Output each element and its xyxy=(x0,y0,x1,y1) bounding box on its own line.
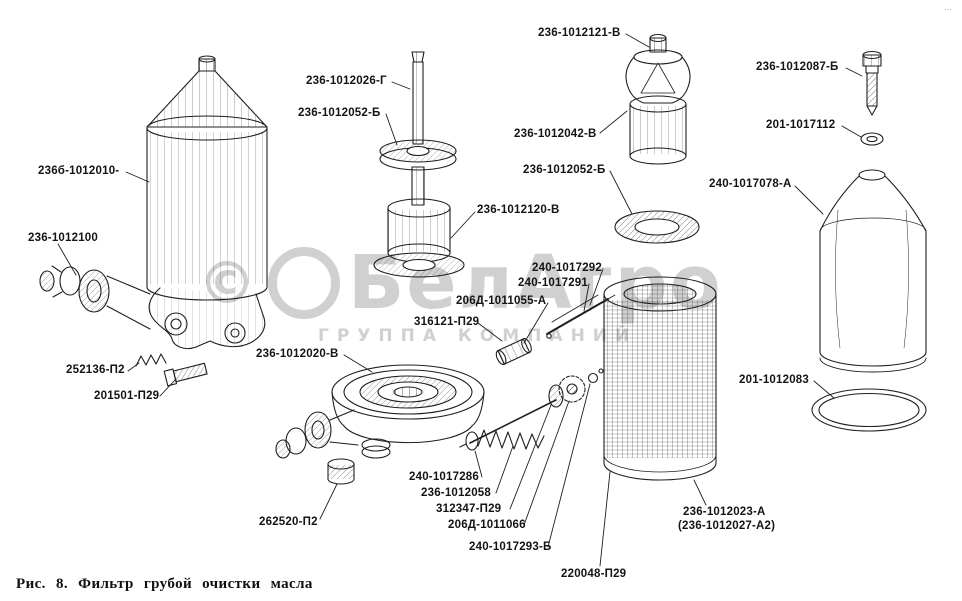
part-center-shaft xyxy=(373,51,465,278)
part-label: 201-1017112 xyxy=(766,119,836,131)
part-label: 201-1012083 xyxy=(739,374,809,386)
part-label: 252136-П2 xyxy=(66,364,125,376)
part-gasket-ring xyxy=(614,210,700,244)
part-label: (236-1012027-А2) xyxy=(678,520,776,532)
part-label: 236-1012058 xyxy=(421,487,491,499)
part-label: 236-1012052-Б xyxy=(523,164,606,176)
part-label: 262520-П2 xyxy=(259,516,318,528)
part-label: 236-1012100 xyxy=(28,232,98,244)
part-cap-and-body xyxy=(625,33,691,165)
part-label: 220048-П29 xyxy=(561,568,627,580)
part-label: 236-1012121-В xyxy=(538,27,621,39)
part-label: 236б-1012010- xyxy=(38,165,120,177)
part-label: 201501-П29 xyxy=(94,390,160,402)
part-label: 240-1017078-А xyxy=(709,178,792,190)
figure-caption: Рис. 8. Фильтр грубой очистки масла xyxy=(16,576,313,592)
part-label: 316121-П29 xyxy=(414,316,480,328)
part-label: 240-1017293-Б xyxy=(469,541,552,553)
part-centrifuge-drum xyxy=(275,364,485,459)
part-label: 240-1017291 xyxy=(518,277,588,289)
part-washer xyxy=(860,132,884,146)
part-oil-filter-housing xyxy=(39,55,268,350)
part-label: 206Д-1011066 xyxy=(448,519,526,531)
part-stud xyxy=(163,362,208,387)
part-plunger xyxy=(495,338,532,366)
part-label: 236-1012020-В xyxy=(256,348,339,360)
part-filter-cover xyxy=(819,169,927,373)
part-label: 240-1017286 xyxy=(409,471,479,483)
part-cover-bolt xyxy=(862,50,882,116)
part-label: 236-1012026-Г xyxy=(306,75,387,87)
part-o-ring xyxy=(811,388,927,432)
part-valve-spring-set xyxy=(459,368,604,451)
part-label: 236-1012087-Б xyxy=(756,61,839,73)
part-label: 236-1012120-В xyxy=(477,204,560,216)
part-valve-needles xyxy=(546,294,616,339)
part-small-spring xyxy=(135,353,167,367)
part-label: 240-1017292 xyxy=(532,262,602,274)
corner-mark: … xyxy=(944,3,952,12)
part-label: 236-1012023-А xyxy=(683,506,766,518)
part-label: 236-1012042-В xyxy=(514,128,597,140)
part-label: 206Д-1011055-А xyxy=(456,295,547,307)
part-filter-element xyxy=(603,276,717,481)
part-label: 312347-П29 xyxy=(436,503,502,515)
part-label: 236-1012052-Б xyxy=(298,107,381,119)
part-plug xyxy=(327,458,355,485)
leader-lines xyxy=(57,33,863,567)
